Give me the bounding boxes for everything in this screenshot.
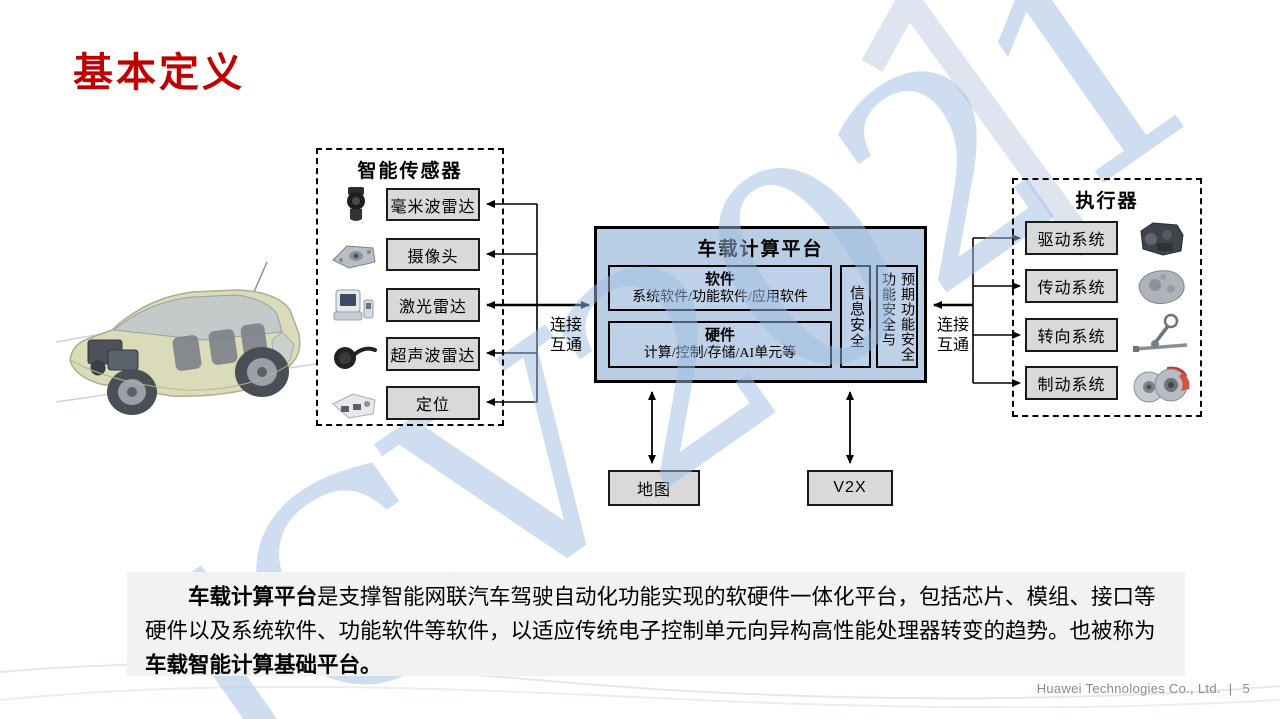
software-title: 软件 [704,271,735,288]
footer: Huawei Technologies Co., Ltd. | 5 [1037,681,1250,696]
sensor-ultrasonic-box: 超声波雷达 [386,337,480,371]
hardware-box: 硬件 计算/控制/存储/AI单元等 [608,321,832,368]
steering-icon [1128,312,1194,358]
smart-sensors-title: 智能传感器 [357,161,463,182]
description-panel: 车载计算平台是支撑智能网联汽车驾驶自动化功能实现的软硬件一体化平台，包括芯片、模… [127,572,1185,677]
actuator-drive-box: 驱动系统 [1025,221,1118,255]
brake-icon [1126,360,1196,408]
actuator-brake-box: 制动系统 [1025,366,1118,400]
functional-safety-box: 功能安全与 预期功能安全 [876,265,918,368]
actuator-steering-box: 转向系统 [1025,318,1118,352]
sensor-lidar-box: 激光雷达 [386,288,480,322]
actuators-title: 执行器 [1075,191,1139,212]
smart-sensors-group: 智能传感器 毫米波雷达 摄像头 [316,148,504,426]
ultrasonic-radar-icon [330,338,378,374]
description-body: 是支撑智能网联汽车驾驶自动化功能实现的软硬件一体化平台，包括芯片、模组、接口等硬… [145,585,1156,643]
positioning-icon [328,388,380,422]
lidar-icon [330,286,378,328]
v2x-box: V2X [807,470,893,506]
right-connection-label: 连接 互通 [936,317,969,354]
platform-title: 车载计算平台 [697,239,824,260]
actuators-group: 执行器 驱动系统 传动系统 转向系统 [1012,178,1202,417]
description-text: 车载计算平台是支撑智能网联汽车驾驶自动化功能实现的软硬件一体化平台，包括芯片、模… [145,580,1167,682]
sensor-camera-box: 摄像头 [386,238,480,271]
software-detail: 系统软件/功能软件/应用软件 [632,289,808,305]
footer-separator: | [1228,681,1233,696]
mmwave-radar-icon [332,184,378,224]
software-box: 软件 系统软件/功能软件/应用软件 [608,265,832,311]
actuator-transmission-box: 传动系统 [1025,269,1118,303]
car-cutaway-image [55,261,317,415]
sensor-positioning-box: 定位 [386,386,480,420]
vehicle-computing-platform: 车载计算平台 软件 系统软件/功能软件/应用软件 硬件 计算/控制/存储/AI单… [594,226,927,383]
description-lead: 车载计算平台 [188,585,318,609]
hardware-title: 硬件 [704,328,735,344]
hardware-detail: 计算/控制/存储/AI单元等 [643,346,797,361]
sensor-mmwave-box: 毫米波雷达 [386,188,480,221]
description-tail: 车载智能计算基础平台。 [145,653,382,677]
left-connection-label: 连接 互通 [549,317,582,354]
footer-page-number: 5 [1242,681,1250,696]
footer-company: Huawei Technologies Co., Ltd. [1036,681,1221,696]
map-box: 地图 [608,470,700,506]
page-title: 基本定义 [73,51,245,95]
transmission-icon [1128,264,1194,308]
information-security-box: 信息安全 [840,265,871,368]
camera-icon [328,238,380,274]
engine-icon [1128,216,1194,260]
